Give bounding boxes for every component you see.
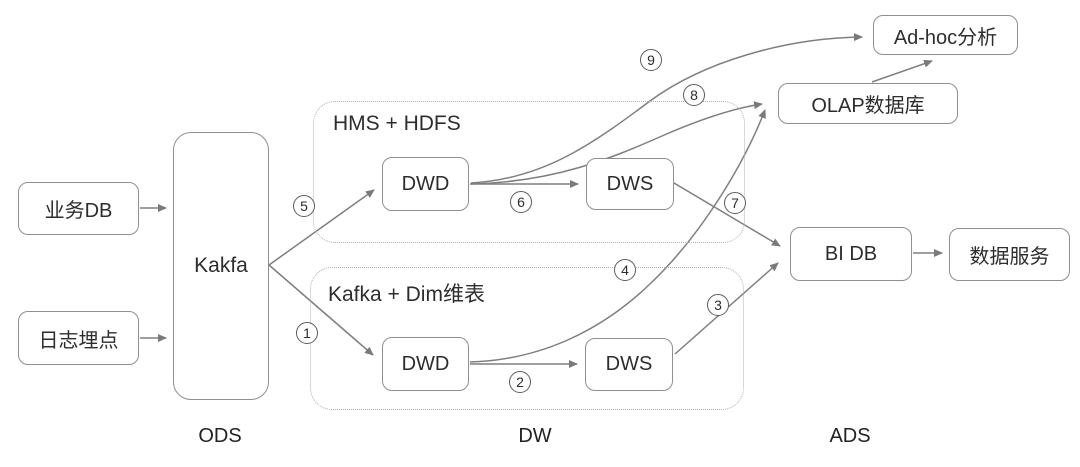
node-adhoc-analysis: Ad-hoc分析 <box>873 15 1018 55</box>
region-label-hms-hdfs: HMS + HDFS <box>333 112 461 135</box>
arrow-hms-dwd-to-adhoc <box>470 33 863 184</box>
node-log-tracking: 日志埋点 <box>18 311 139 365</box>
node-kfk-dwd: DWD <box>382 337 469 391</box>
lane-label-ads: ADS <box>829 425 871 447</box>
node-business-db: 业务DB <box>18 182 139 235</box>
node-hms-dwd: DWD <box>382 157 469 211</box>
arrow-kfk-dwd-to-olap <box>469 109 766 363</box>
arrow-hms-dws-to-bidb <box>673 182 781 247</box>
region-label-kafka-dim: Kafka + Dim维表 <box>328 283 485 306</box>
node-kfk-dws: DWS <box>585 338 673 391</box>
step-badge-2: 2 <box>509 371 531 393</box>
step-badge-5: 5 <box>293 195 315 217</box>
step-badge-1: 1 <box>296 322 318 344</box>
lane-label-dw: DW <box>518 425 552 447</box>
step-badge-3: 3 <box>707 294 729 316</box>
step-badge-6: 6 <box>510 191 532 213</box>
arrow-kafka-to-kfk-dwd <box>268 264 374 356</box>
step-badge-9: 9 <box>640 49 662 71</box>
node-bi-db: BI DB <box>790 227 912 281</box>
step-badge-7: 7 <box>724 192 746 214</box>
node-data-service: 数据服务 <box>949 228 1070 281</box>
node-hms-dws: DWS <box>586 158 674 210</box>
region-hms-hdfs <box>313 101 745 243</box>
node-olap-db: OLAP数据库 <box>778 83 958 124</box>
step-badge-8: 8 <box>683 84 705 106</box>
arrow-olap-to-adhoc <box>871 59 933 83</box>
lane-label-ods: ODS <box>198 425 242 447</box>
node-kafka: Kakfa <box>173 132 269 400</box>
step-badge-4: 4 <box>614 259 636 281</box>
